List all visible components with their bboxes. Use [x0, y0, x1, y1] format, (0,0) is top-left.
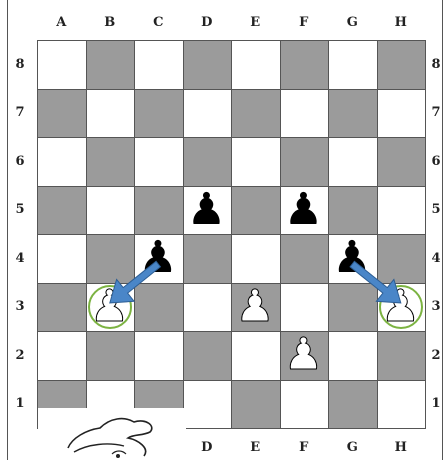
move-arrow-c4-b3 [110, 261, 161, 303]
move-arrow-g4-h3 [350, 261, 401, 303]
wizard-hat-icon [38, 408, 186, 460]
wizard-cartoon [38, 408, 186, 460]
